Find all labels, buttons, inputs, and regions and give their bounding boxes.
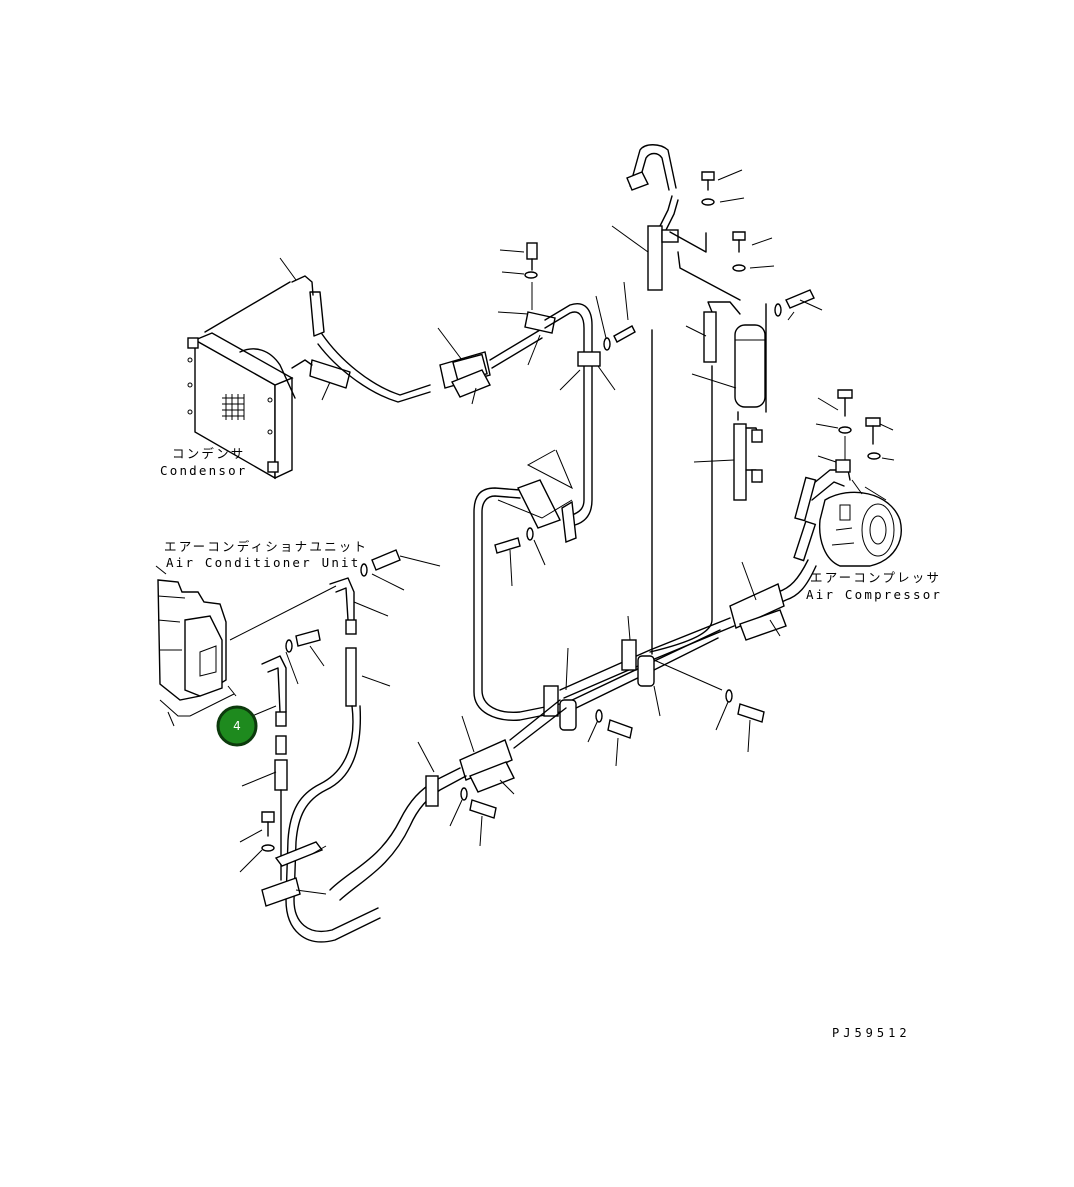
air-compressor: [793, 389, 902, 567]
drawing-code: PJ59512: [832, 1026, 911, 1040]
ac-unit-label-jp: エアーコンディショナユニット: [164, 539, 368, 554]
air-conditioner-unit: [155, 565, 337, 727]
receiver-dryer: [611, 144, 823, 501]
compressor-label-en: Air Compressor: [806, 587, 942, 602]
callout-marker[interactable]: [216, 705, 258, 747]
compressor-label-jp: エアーコンプレッサ: [810, 570, 941, 585]
ac-unit-label-en: Air Conditioner Unit: [166, 555, 361, 570]
callout-number: 4: [233, 719, 241, 733]
condensor-label-jp: コンデンサ: [172, 446, 246, 461]
condensor: [187, 281, 296, 480]
part-callout-4[interactable]: 4: [216, 705, 258, 747]
condensor-label-en: Condensor: [160, 463, 248, 478]
